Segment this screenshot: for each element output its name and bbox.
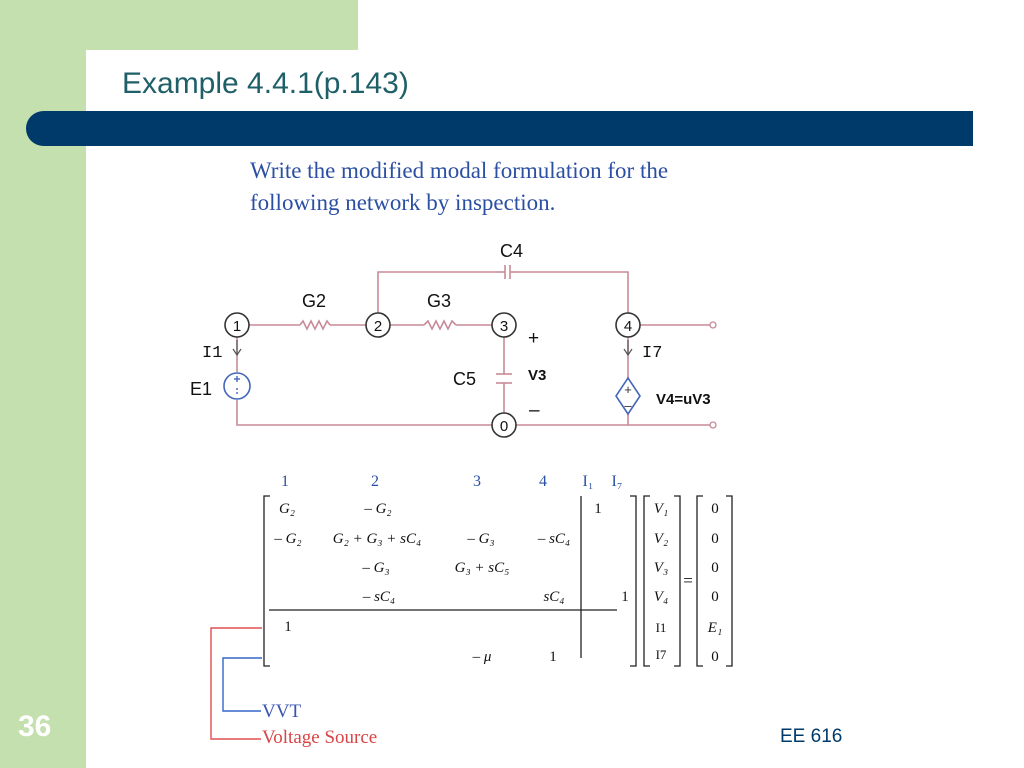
circuit-diagram [236, 271, 710, 426]
wire-c4-right [516, 271, 629, 316]
label-i1: I1 [202, 344, 222, 363]
rhs-entry: 0 [711, 589, 719, 605]
label-plus: + [528, 328, 539, 349]
title-bar [26, 111, 973, 146]
vector-entry: I7 [656, 647, 667, 662]
node-2: 2 [365, 312, 391, 338]
matrix-cell: G₃ + sC₅ [455, 560, 510, 576]
matrix-cell: – sC₄ [362, 589, 395, 605]
unknown-vector: V₁ V₂ V₃ V₄ I1 I7 [654, 501, 668, 662]
label-minus: – [529, 400, 540, 421]
label-e1: E1 [190, 379, 212, 399]
label-c5: C5 [453, 369, 476, 389]
node-3: 3 [491, 312, 517, 338]
rhs-right-bracket [726, 495, 733, 667]
problem-statement: Write the modified modal formulation for… [250, 155, 668, 219]
matrix-cell: 1 [621, 589, 629, 605]
rhs-entry: E₁ [707, 620, 722, 636]
svg-text:3: 3 [500, 318, 508, 335]
label-c4: C4 [500, 241, 523, 261]
matrix-cell: 1 [594, 501, 602, 517]
label-v4: V4=uV3 [656, 391, 711, 408]
wire-vs-ground [627, 414, 710, 426]
matrix-cell: G₂ + G₃ + sC₄ [333, 531, 421, 547]
matrix-cell: 1 [549, 649, 557, 665]
vector-entry: I1 [656, 620, 667, 635]
terminal-bottom-right [709, 421, 717, 429]
rhs-left-bracket [696, 495, 703, 667]
matrix-cell: – G₂ [363, 501, 391, 517]
matrix-cell: – sC₄ [537, 531, 570, 547]
col-header: I₇ [612, 473, 623, 490]
matrix-cell: 1 [284, 619, 292, 635]
matrix-column-headers: 1 2 3 4 I₁ I₇ [281, 473, 622, 490]
rhs-entry: 0 [711, 649, 719, 665]
svg-text:4: 4 [624, 318, 632, 335]
node-0: 0 [491, 412, 517, 438]
svg-text:0: 0 [500, 418, 508, 435]
svg-text:2: 2 [374, 318, 382, 335]
matrix-right-bracket [630, 495, 637, 667]
col-header: 2 [371, 473, 379, 490]
matrix-cell: – G₃ [466, 531, 494, 547]
col-header: 4 [539, 473, 547, 490]
capacitor-c4 [498, 265, 516, 279]
rhs-entry: 0 [711, 560, 719, 576]
wire-c4-left [377, 271, 498, 316]
vs-minus-sign: – [624, 398, 632, 413]
voltage-source-leader-line [210, 627, 262, 740]
node-4: 4 [615, 312, 641, 338]
source-e1-icon [223, 372, 251, 400]
vs-plus-sign: + [624, 382, 632, 397]
node-1: 1 [224, 312, 250, 338]
vvt-label: VVT [262, 701, 301, 722]
footer-course: EE 616 [780, 726, 843, 747]
label-v3: V3 [528, 367, 546, 384]
label-i7: I7 [642, 344, 662, 363]
rhs-entry: 0 [711, 501, 719, 517]
capacitor-c5 [496, 373, 512, 384]
circuit-labels: G2 G3 C4 C5 I1 E1 I7 + V3 – V4=uV3 [190, 241, 711, 421]
matrix-cell: – G₂ [273, 531, 301, 547]
vector-entry: V₃ [654, 560, 668, 576]
matrix-left-bracket [263, 495, 270, 667]
matrix-cell: – G₃ [361, 560, 389, 576]
wire-e1-ground [236, 400, 492, 426]
equals-sign: = [683, 571, 693, 590]
problem-line-2: following network by inspection. [250, 190, 556, 215]
label-g2: G2 [302, 291, 326, 311]
slide-title: Example 4.4.1(p.143) [122, 67, 409, 100]
vector-entry: V₁ [654, 501, 668, 517]
col-header: I₁ [583, 473, 594, 490]
label-g3: G3 [427, 291, 451, 311]
content-card [86, 50, 1024, 768]
vector-entry: V₄ [654, 589, 668, 605]
rhs-entry: 0 [711, 531, 719, 547]
slide-number: 36 [18, 710, 52, 743]
current-arrow-i1-icon [232, 340, 242, 357]
vector-entry: V₂ [654, 531, 668, 547]
current-arrow-i7-icon [623, 340, 633, 357]
matrix-cell: – μ [472, 649, 492, 665]
terminal-top-right [709, 321, 717, 329]
matrix-cell: sC₄ [543, 589, 564, 605]
col-header: 1 [281, 473, 289, 490]
dependent-source-v4-icon: + – [615, 376, 641, 416]
vector-right-bracket [674, 495, 681, 667]
rhs-vector: 0 0 0 0 E₁ 0 [707, 501, 722, 665]
matrix-brackets [263, 495, 733, 667]
resistor-g2 [299, 319, 331, 331]
matrix-cell: G₂ [279, 501, 295, 517]
problem-line-1: Write the modified modal formulation for… [250, 158, 669, 183]
resistor-g3 [423, 319, 457, 331]
vvt-leader-line [222, 657, 262, 712]
vector-left-bracket [643, 495, 650, 667]
svg-text:1: 1 [233, 318, 241, 335]
top-green-panel [0, 0, 358, 50]
matrix-entries: G₂ – G₂ 1 – G₂ G₂ + G₃ + sC₄ – G₃ – sC₄ … [273, 501, 628, 665]
voltage-source-label: Voltage Source [262, 727, 377, 748]
col-header: 3 [473, 473, 481, 490]
